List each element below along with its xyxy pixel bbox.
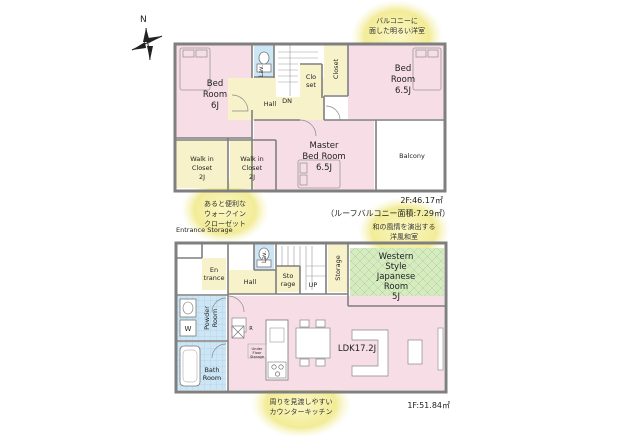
western-room-label: Style: [385, 262, 406, 272]
balcony-label: Balcony: [399, 152, 425, 160]
washing-machine-icon: [179, 319, 197, 337]
north-label: N: [140, 15, 147, 25]
stairs-1f: [276, 244, 326, 266]
bathtub-icon: [179, 345, 201, 387]
stove-icon: [267, 361, 287, 379]
entrance-floor: [202, 258, 226, 290]
hall-1f: [228, 270, 276, 294]
up-label: UP: [309, 281, 318, 289]
master-bed-room: [254, 120, 374, 190]
closet-small-2f: [300, 64, 322, 98]
inner-walls-1f: [176, 244, 446, 392]
shaft-mark: [231, 325, 245, 339]
master-bed-room-label: Master: [309, 141, 339, 151]
wash-basin-icon: [179, 298, 197, 318]
under-floor-storage-label: Under: [252, 347, 263, 351]
powder-room-label: Room: [211, 309, 219, 328]
area-1f: 1F:51.84㎡: [407, 401, 450, 410]
walk-in-closet-2-label: Closet: [242, 164, 263, 172]
north-compass-icon: N: [131, 15, 163, 61]
under-floor-storage-label: Storage: [250, 355, 265, 359]
roof-balcony-area: （ルーフバルコニー面積:7.29㎡）: [326, 208, 450, 218]
entrance-storage-label: Entrance Storage: [176, 226, 233, 234]
washer-label: W: [185, 325, 192, 333]
entrance-label: trance: [204, 274, 225, 282]
closet-tall-label: Closet: [332, 58, 340, 79]
lav-2f-label: Lav.: [258, 65, 265, 77]
walk-in-closet-2-size: 2J: [249, 173, 255, 181]
area-2f: 2F:46.17㎡: [400, 196, 443, 205]
bath-room-label: Room: [203, 374, 222, 382]
master-bed-room-label: Bed Room: [302, 152, 345, 162]
bed-room-right-label: Bed: [395, 64, 411, 74]
walk-in-closet-1-label: Walk in: [190, 155, 214, 163]
walk-in-closet-1: [176, 140, 228, 188]
floor-storage-hatch: [247, 343, 267, 359]
dining-table: [295, 319, 331, 367]
callout-line: あると便利な: [204, 199, 246, 208]
toilet-1f-icon: [256, 247, 272, 268]
refrigerator-label: R: [249, 326, 253, 332]
western-japanese-room: [350, 248, 444, 304]
western-room-label: Western: [379, 252, 414, 262]
door-swings-2f: [231, 94, 341, 137]
bed-room-left-label: Room: [203, 90, 227, 100]
callout-line: 洋風和室: [390, 232, 418, 241]
callout-line: バルコニーに: [376, 17, 418, 25]
inner-walls-2f: [176, 44, 444, 190]
bath-room-label: Bath: [204, 366, 219, 374]
closet-tall-2f: [324, 45, 348, 95]
closet-small-label: Clo: [306, 73, 316, 81]
storage-small-label: rage: [281, 280, 296, 288]
powder-room-label: Powder: [203, 306, 211, 330]
ldk-label: LDK17.2J: [338, 344, 376, 354]
balcony: [376, 120, 444, 190]
walls-2f: [173, 42, 447, 193]
callout-line: ウォークイン: [204, 210, 246, 218]
lav-1f-label: Lav.: [261, 251, 268, 263]
storage-small-label: Sto: [283, 272, 294, 280]
hall-2f-label: Hall: [264, 100, 277, 108]
walls-1f: [174, 241, 448, 394]
western-room-size: 5J: [392, 292, 400, 302]
bed-room-right-size: 6.5J: [395, 86, 411, 96]
callout-walkin: あると便利な ウォークイン クローゼット: [181, 176, 269, 244]
callout-line: クローゼット: [204, 219, 246, 228]
callout-line: 周りを見渡しやすい: [270, 397, 333, 406]
storage-small-1f: [276, 266, 300, 292]
western-room-label: Japanese: [376, 272, 416, 282]
walk-in-closet-2-label: Walk in: [240, 155, 264, 163]
storage-tall-1f: [328, 244, 348, 292]
sofa: [351, 329, 423, 377]
floor-2-plan: Bed Room 6J Bed Room 6.5J Master Bed Roo…: [173, 42, 450, 218]
dn-label: DN: [282, 97, 292, 105]
western-room-label: Room: [384, 282, 408, 292]
entrance-label: En: [210, 266, 218, 274]
floor-1-plan: Entrance Storage: [174, 226, 450, 410]
entrance: [176, 244, 202, 294]
callout-line: カウンターキッチン: [270, 407, 333, 416]
closet-small-label: set: [306, 81, 316, 89]
bed-furniture: [179, 47, 442, 189]
door-swings-1f: [211, 295, 245, 359]
tv-board: [437, 327, 444, 371]
bed-room-right-label: Room: [391, 75, 415, 85]
toilet-2f-icon: [256, 51, 272, 73]
callout-line: 面した明るい洋室: [369, 26, 425, 35]
bed-room-left-label: Bed: [207, 79, 223, 89]
stair-treads-1f: [281, 246, 326, 290]
walk-in-closet-1-size: 2J: [199, 173, 205, 181]
master-bed-room-size: 6.5J: [316, 163, 332, 173]
hall-1f-label: Hall: [244, 278, 257, 286]
callout-line: 和の風情を演出する: [373, 222, 436, 231]
stair-treads: [278, 45, 318, 96]
bed-room-left-size: 6J: [211, 101, 219, 111]
under-floor-storage-label: Floor: [253, 351, 262, 355]
storage-tall-label: Storage: [334, 255, 342, 280]
walk-in-closet-1-label: Closet: [192, 164, 213, 172]
